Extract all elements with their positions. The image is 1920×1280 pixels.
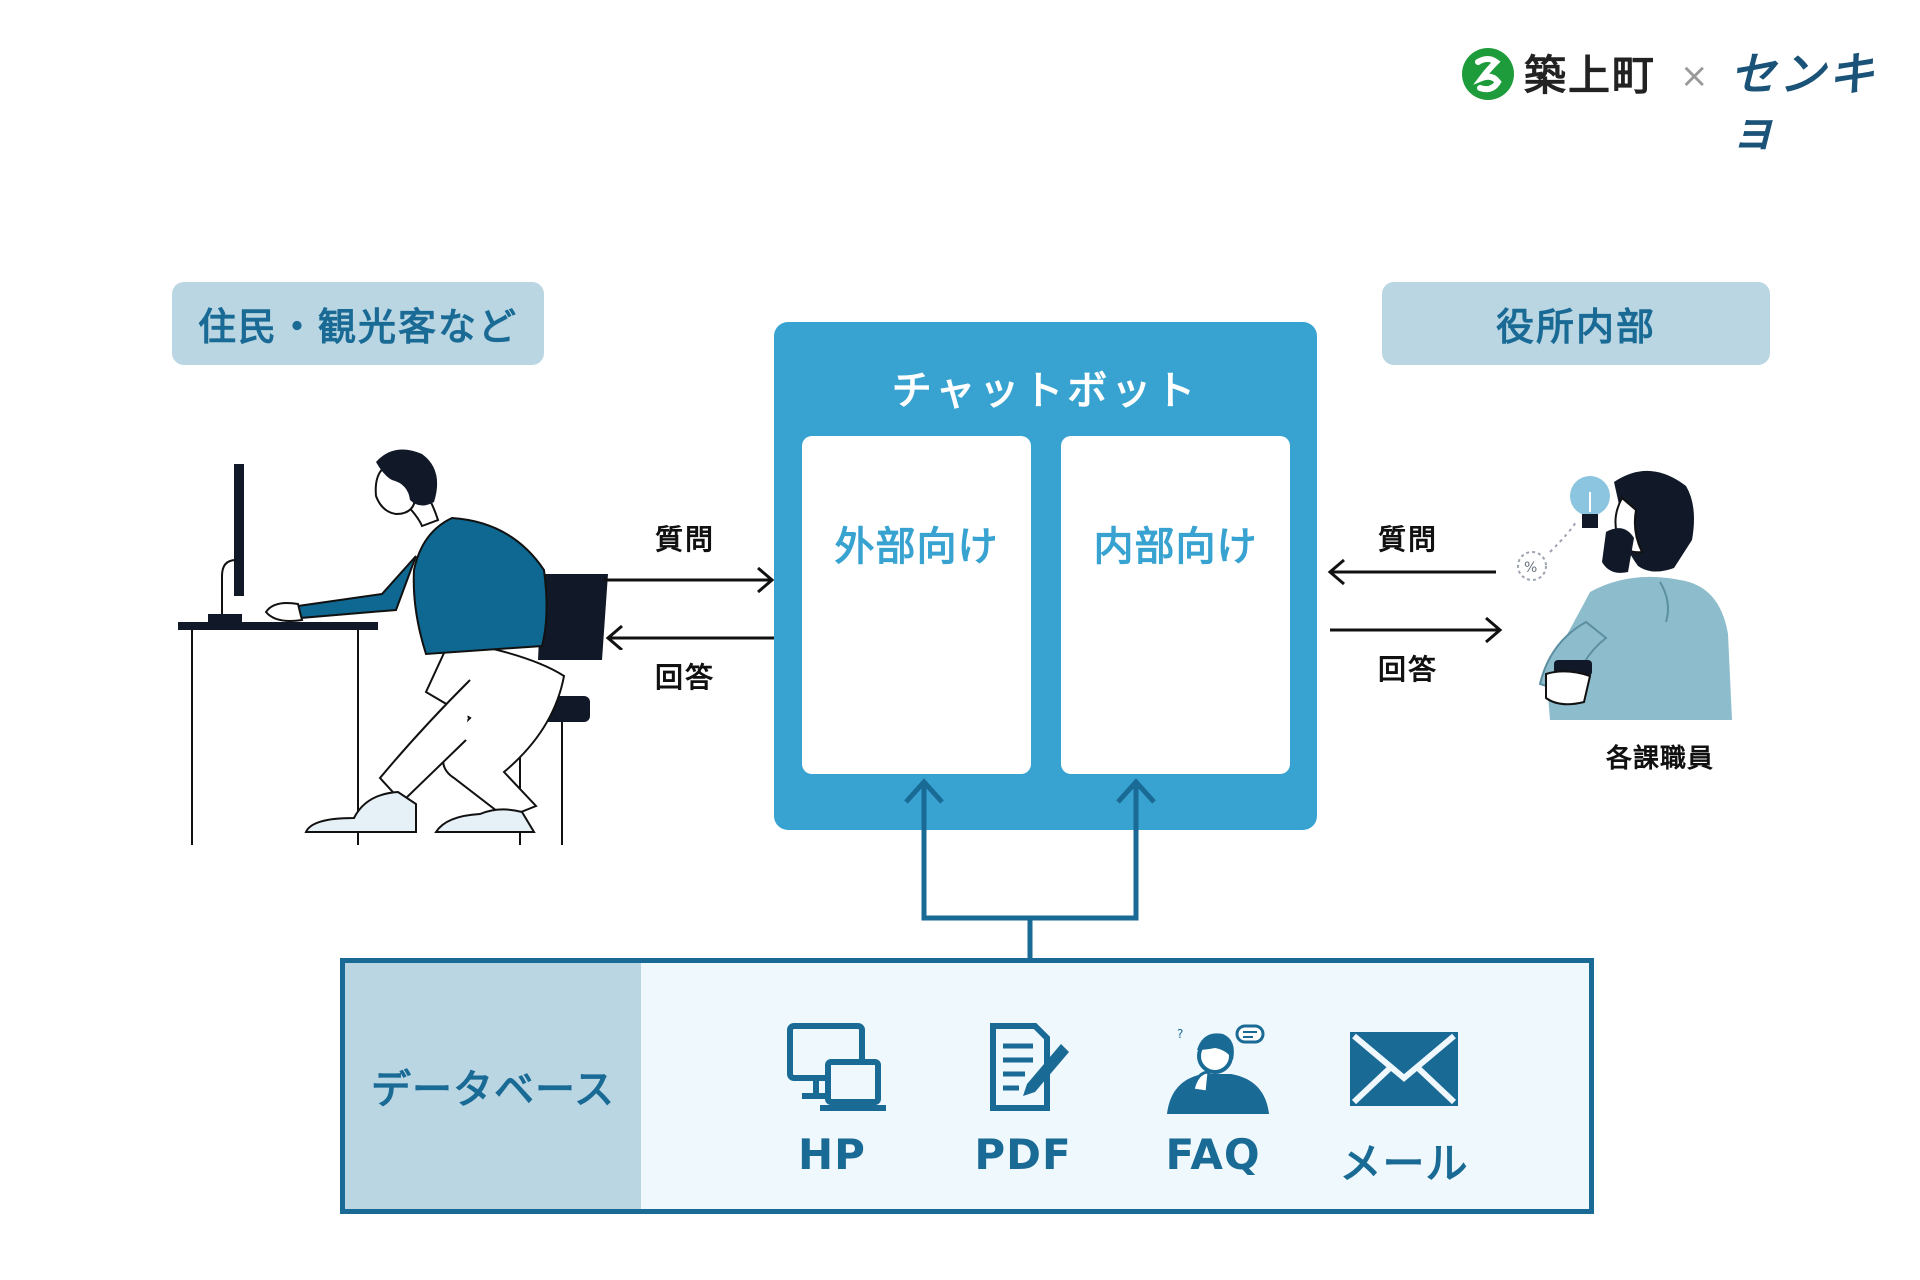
source-mail: メール <box>1329 1020 1479 1191</box>
external-card: 外部向け <box>802 436 1031 774</box>
internal-label: 内部向け <box>1093 524 1258 570</box>
database-label: データベース <box>371 1067 615 1113</box>
database-label-panel: データベース <box>345 963 641 1209</box>
town-name: 築上町 <box>1524 51 1657 100</box>
svg-text:%: % <box>1524 560 1537 576</box>
residents-label: 住民・観光客など <box>172 282 544 365</box>
chatbot-staff-arrows <box>1327 558 1503 644</box>
town-logo-icon <box>1462 48 1514 100</box>
left-answer-label: 回答 <box>655 661 716 694</box>
staff-role-label: 各課職員 <box>1605 744 1714 774</box>
logo-separator: × <box>1680 56 1709 96</box>
database-connector-arrows <box>904 778 1156 960</box>
resident-chatbot-arrows <box>604 566 776 650</box>
staff-thinking-illustration: % <box>1517 470 1732 720</box>
internal-card: 内部向け <box>1061 436 1290 774</box>
source-pdf-label: PDF <box>974 1130 1072 1179</box>
resident-at-computer-illustration <box>178 449 608 845</box>
left-question-label: 質問 <box>655 523 716 556</box>
document-edit-icon <box>990 1023 1069 1111</box>
external-label: 外部向け <box>834 524 999 570</box>
source-pdf: PDF <box>948 1020 1098 1179</box>
source-hp: HP <box>757 1020 907 1179</box>
right-answer-label: 回答 <box>1378 653 1439 686</box>
company-name: センキョ <box>1730 47 1877 157</box>
svg-text:?: ? <box>1177 1027 1183 1041</box>
right-question-label: 質問 <box>1378 523 1439 556</box>
mail-icon <box>1350 1032 1458 1106</box>
chatbot-title: チャットボット <box>891 368 1200 414</box>
support-person-icon: ? <box>1167 1024 1269 1114</box>
office-label: 役所内部 <box>1382 282 1770 365</box>
source-mail-label: メール <box>1339 1139 1469 1188</box>
devices-icon <box>787 1023 886 1111</box>
source-hp-label: HP <box>798 1130 866 1179</box>
source-faq-label: FAQ <box>1165 1130 1261 1179</box>
source-faq: ? FAQ <box>1138 1020 1288 1179</box>
